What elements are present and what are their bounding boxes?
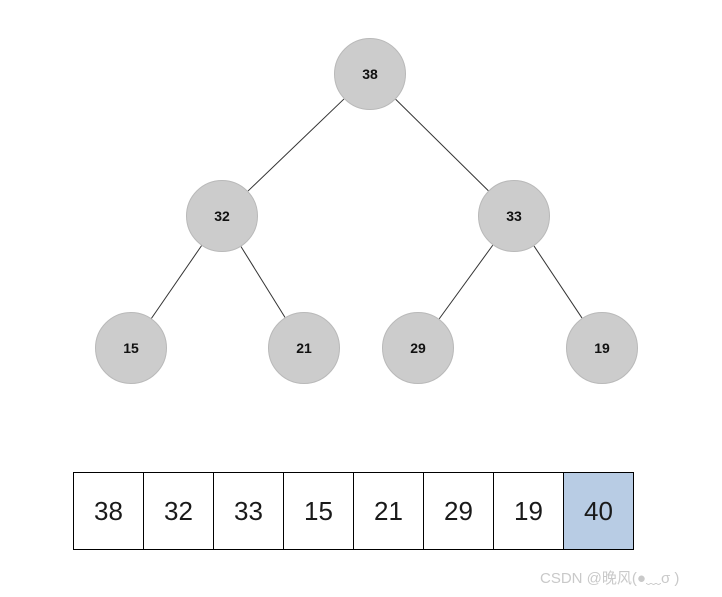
tree-edge: [151, 245, 202, 319]
tree-edge: [240, 246, 286, 318]
tree-node-29[interactable]: 29: [382, 312, 454, 384]
tree-edge: [395, 98, 489, 192]
tree-node-33[interactable]: 33: [478, 180, 550, 252]
array-cell-2[interactable]: 33: [213, 472, 284, 550]
tree-node-label: 21: [296, 340, 312, 356]
array-cell-7[interactable]: 40: [563, 472, 634, 550]
tree-node-label: 19: [594, 340, 610, 356]
tree-edge: [438, 244, 494, 320]
array-cell-4[interactable]: 21: [353, 472, 424, 550]
tree-edge: [533, 245, 583, 319]
tree-node-19[interactable]: 19: [566, 312, 638, 384]
tree-node-label: 15: [123, 340, 139, 356]
binary-tree: 38 32 33 15 21 29 19: [95, 38, 638, 384]
tree-node-label: 32: [214, 208, 230, 224]
tree-node-32[interactable]: 32: [186, 180, 258, 252]
tree-node-21[interactable]: 21: [268, 312, 340, 384]
tree-node-label: 38: [362, 66, 378, 82]
array-cell-5[interactable]: 29: [423, 472, 494, 550]
tree-node-38[interactable]: 38: [334, 38, 406, 110]
tree-edges: [151, 98, 583, 320]
tree-node-label: 29: [410, 340, 426, 356]
array-cell-0[interactable]: 38: [73, 472, 144, 550]
tree-node-15[interactable]: 15: [95, 312, 167, 384]
tree-edge: [247, 98, 345, 192]
array-cell-1[interactable]: 32: [143, 472, 214, 550]
csdn-watermark: CSDN @晚风(●﹏σ ): [540, 570, 680, 587]
tree-node-label: 33: [506, 208, 522, 224]
array-cell-6[interactable]: 19: [493, 472, 564, 550]
array-cell-3[interactable]: 15: [283, 472, 354, 550]
